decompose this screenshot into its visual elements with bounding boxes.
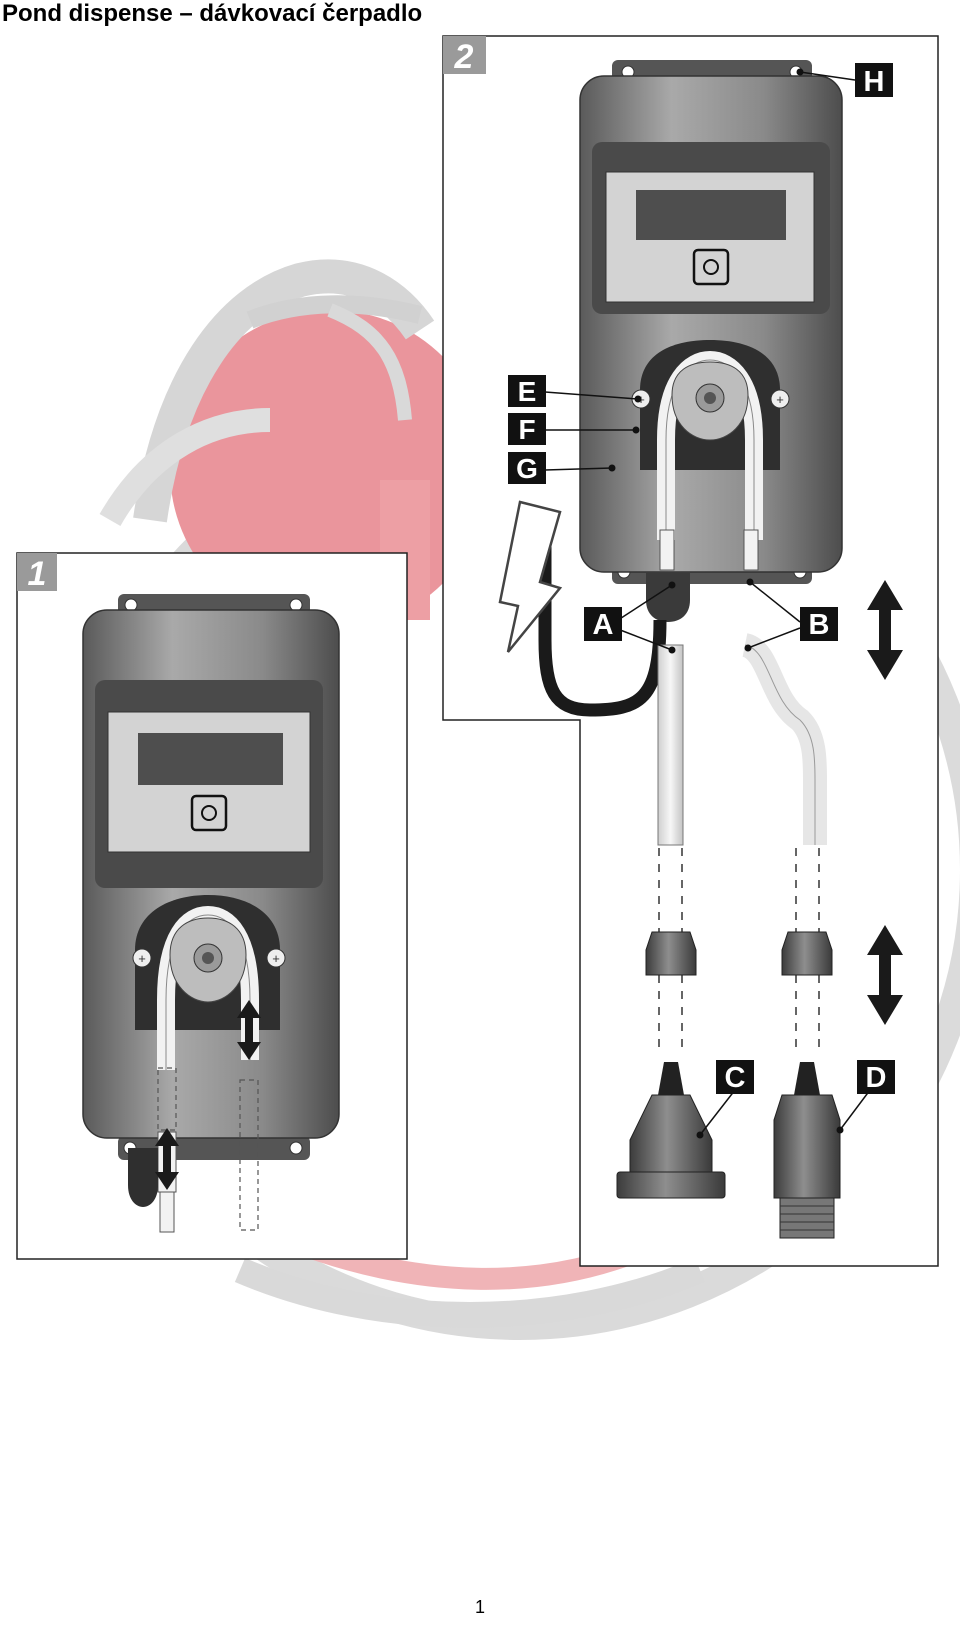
tube-nut-right (781, 931, 833, 976)
foot-valve-c (616, 1062, 726, 1199)
callout-label-h: H (855, 63, 893, 98)
panel-1-number: 1 (28, 555, 47, 593)
svg-text:B: B (809, 609, 830, 641)
pump-2-screw-right (770, 389, 790, 409)
pump-1-screw-left (132, 948, 152, 968)
pump-1-button (190, 794, 228, 832)
move-up-down-arrow-icon (155, 1000, 261, 1190)
callout-label-g: G (508, 452, 546, 484)
suction-tube (657, 644, 684, 846)
tube-dashed-guides (658, 848, 820, 1055)
panel-2-number: 2 (454, 38, 474, 76)
callout-leader-lines (544, 71, 871, 1136)
tube-nut-left (645, 931, 697, 976)
page-title: Pond dispense – dávkovací čerpadlo (2, 0, 423, 27)
pump-2-display-screen (636, 190, 786, 240)
callout-label-a: A (584, 607, 622, 641)
pump-2-power-cable (538, 545, 667, 717)
pump-1-display-screen (138, 733, 283, 785)
callout-label-d: D (857, 1060, 895, 1094)
svg-text:+: + (272, 951, 280, 966)
svg-text:G: G (516, 453, 538, 484)
pump-1-dashed-tube-ends (157, 1067, 259, 1231)
pump-2-cable-gland (646, 572, 690, 622)
callout-dots (608, 68, 844, 1139)
callout-label-e: E (508, 375, 546, 407)
svg-text:F: F (518, 414, 535, 445)
pump-1-cable-gland (128, 1148, 158, 1207)
panel-1-number-badge: 1 (17, 553, 57, 593)
callout-label-c: C (716, 1060, 754, 1094)
page-number: 1 (474, 1597, 485, 1617)
svg-text:H: H (864, 66, 885, 98)
injection-valve-d (773, 1062, 841, 1239)
svg-text:D: D (866, 1062, 887, 1094)
callout-label-b: B (800, 607, 838, 641)
panel-2-number-badge: 2 (443, 36, 486, 76)
svg-text:C: C (725, 1062, 746, 1094)
pump-2-button (692, 248, 730, 286)
pump-1-screw-right (266, 948, 286, 968)
electric-hazard-icon (498, 500, 563, 653)
svg-text:E: E (518, 376, 537, 407)
callout-label-f: F (508, 413, 546, 445)
svg-text:+: + (138, 951, 146, 966)
move-up-down-arrow-icon (867, 580, 903, 1025)
svg-text:A: A (593, 609, 614, 641)
svg-text:+: + (776, 392, 784, 407)
